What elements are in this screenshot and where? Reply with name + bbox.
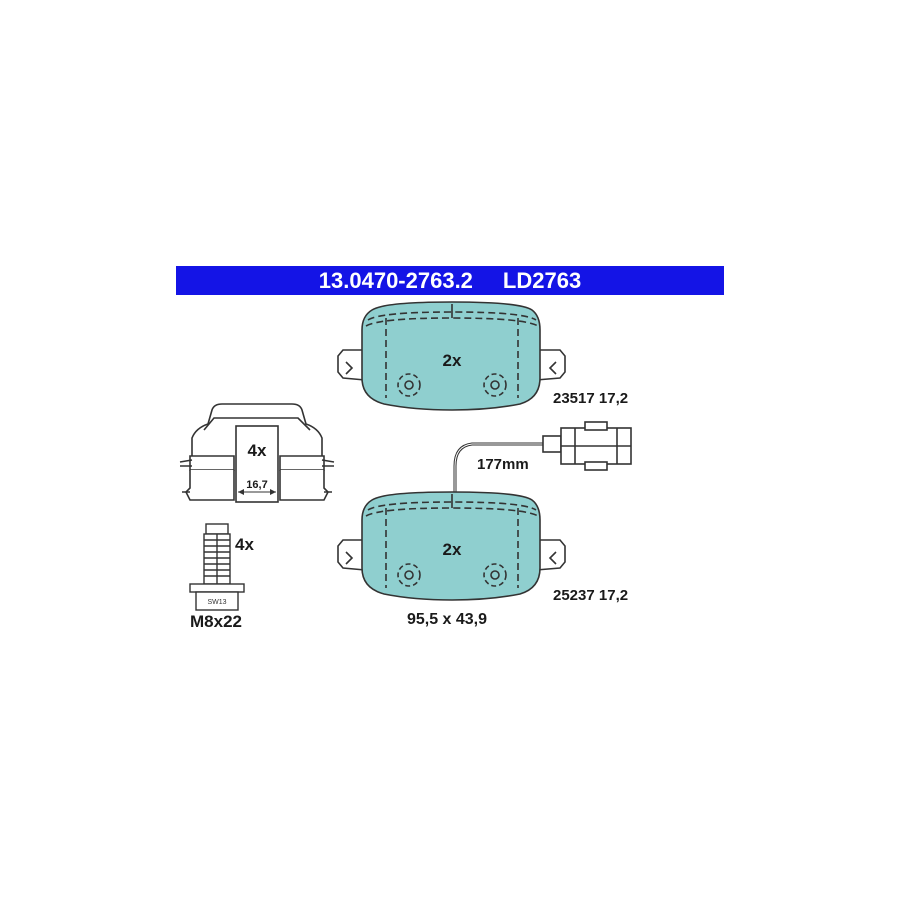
pad-bottom-spec: 25237 17,2 — [553, 587, 628, 604]
pad-bottom-quantity: 2x — [443, 540, 462, 559]
bolt — [189, 523, 245, 611]
clip-dimension: 16,7 — [246, 479, 267, 491]
pad-top-quantity: 2x — [443, 351, 462, 370]
pad-top-spec: 23517 17,2 — [553, 390, 628, 407]
bolt-head-label: SW13 — [207, 599, 226, 606]
brake-pad-top — [337, 301, 566, 411]
wear-sensor — [453, 421, 632, 496]
retaining-clip — [179, 403, 335, 503]
bolt-quantity: 4x — [235, 535, 254, 554]
bolt-size: M8x22 — [190, 612, 242, 631]
brake-pad-bottom — [337, 491, 566, 601]
pad-dimensions: 95,5 x 43,9 — [407, 611, 487, 628]
part-code: LD2763 — [502, 267, 582, 293]
clip-quantity: 4x — [248, 441, 267, 460]
part-number: 13.0470-2763.2 — [318, 267, 473, 293]
sensor-length: 177mm — [477, 456, 529, 473]
title-bar: 13.0470-2763.2 LD2763 — [176, 266, 724, 295]
